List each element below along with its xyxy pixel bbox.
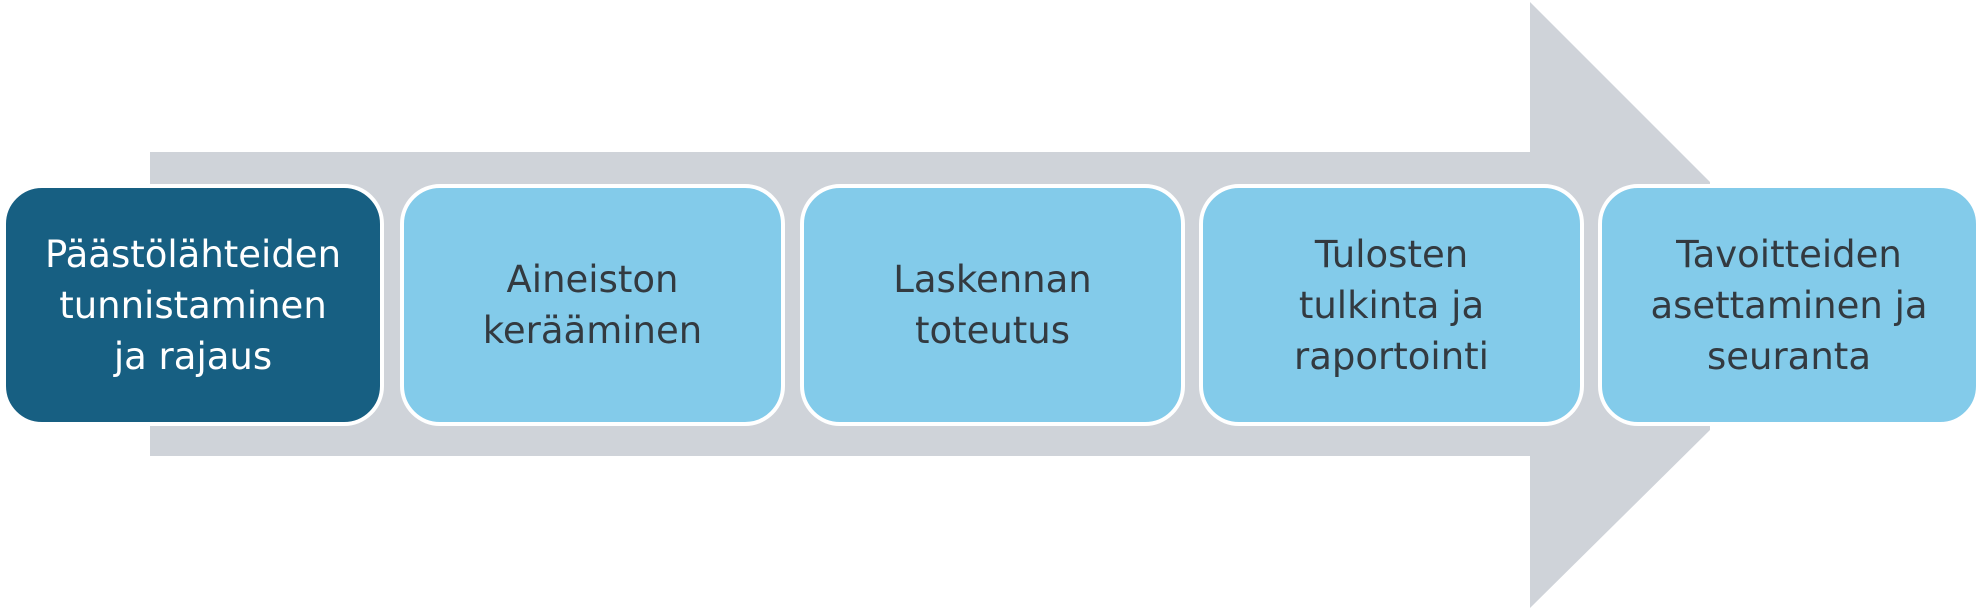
step-4-box: Tulosten tulkinta ja raportointi <box>1199 184 1584 426</box>
step-1-label: Päästölähteiden tunnistaminen ja rajaus <box>44 232 342 378</box>
step-3-label: Laskennan toteutus <box>893 258 1092 352</box>
step-2-label: Aineiston kerääminen <box>482 258 703 352</box>
step-2-box: Aineiston kerääminen <box>400 184 785 426</box>
step-5-label: Tavoitteiden asettaminen ja seuranta <box>1650 232 1928 378</box>
step-3-box: Laskennan toteutus <box>800 184 1185 426</box>
step-4-label: Tulosten tulkinta ja raportointi <box>1294 232 1489 378</box>
step-5-box: Tavoitteiden asettaminen ja seuranta <box>1598 184 1980 426</box>
step-1-box: Päästölähteiden tunnistaminen ja rajaus <box>2 184 384 426</box>
